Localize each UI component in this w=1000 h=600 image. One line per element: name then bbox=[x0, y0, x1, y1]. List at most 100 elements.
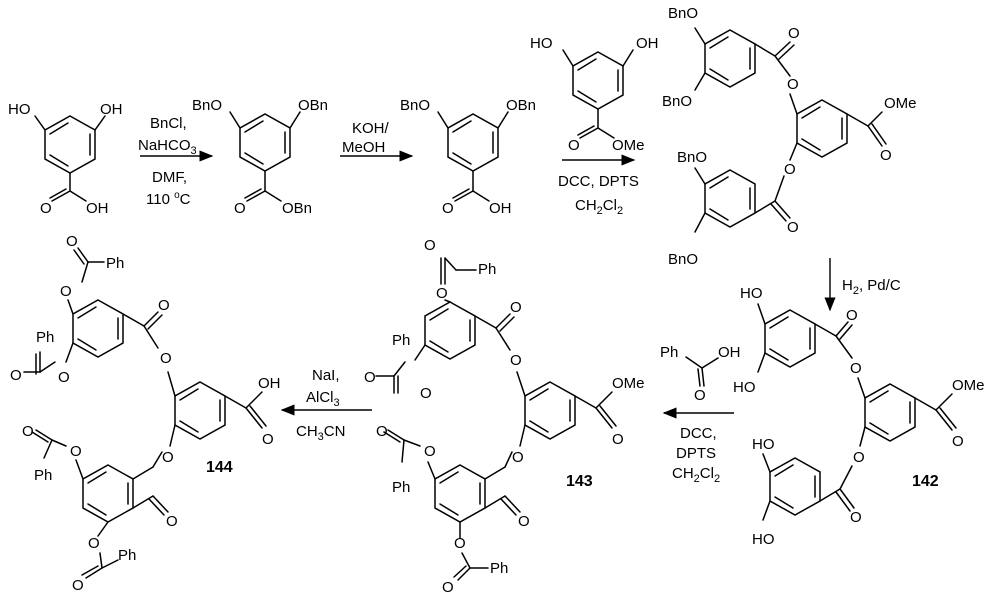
carbonyl-o-label: O bbox=[166, 513, 178, 530]
compound-number-142: 142 bbox=[912, 473, 939, 490]
reagent-text: DCC, DPTS bbox=[558, 173, 639, 190]
phenyl-label: Ph bbox=[478, 261, 496, 278]
hydroxy-label: OH bbox=[636, 35, 659, 52]
carbonyl-o-label: O bbox=[787, 219, 799, 236]
ester-o-label: O bbox=[784, 161, 796, 178]
ester-o-label: O bbox=[850, 360, 862, 377]
reagent-text: MeOH bbox=[342, 139, 385, 156]
molecule-dihydroxybenzoic-acid: HO OH O OH bbox=[8, 101, 123, 217]
hydroxy-label: OH bbox=[86, 200, 109, 217]
ester-o-label: O bbox=[58, 369, 70, 386]
ester-o-label: O bbox=[160, 350, 172, 367]
reagent-text: DPTS bbox=[676, 445, 716, 462]
reagent-text: NaHCO3 bbox=[138, 137, 197, 157]
ester-o-label: O bbox=[60, 283, 72, 300]
carbonyl-o-label: O bbox=[364, 369, 376, 386]
molecule-bis-benzyloxy-acid: BnO OBn O OH bbox=[400, 97, 536, 217]
compound-number-144: 144 bbox=[206, 459, 233, 476]
carbonyl-o-label: O bbox=[442, 579, 454, 596]
compound-number-143: 143 bbox=[566, 473, 593, 490]
hydroxy-label: OH bbox=[100, 101, 123, 118]
carbonyl-o-label: O bbox=[10, 367, 22, 384]
compound-143: O Ph O O O Ph O O OMe O O bbox=[364, 237, 645, 596]
ester-o-label: O bbox=[162, 449, 174, 466]
hydroxy-label: HO bbox=[733, 379, 756, 396]
carbonyl-o-label: O bbox=[66, 233, 78, 250]
reagent-text: 110 oC bbox=[146, 190, 191, 208]
ester-o-label: O bbox=[510, 352, 522, 369]
methoxy-label: OMe bbox=[952, 377, 985, 394]
reagent-text: CH3CN bbox=[296, 423, 345, 443]
hydroxy-label: HO bbox=[530, 35, 553, 52]
ester-o-label: O bbox=[436, 285, 448, 302]
carbonyl-o-label: O bbox=[234, 200, 246, 217]
carbonyl-o-label: O bbox=[262, 431, 274, 448]
ester-o-label: O bbox=[454, 535, 466, 552]
benzyloxy-label: OBn bbox=[298, 97, 328, 114]
carbonyl-o-label: O bbox=[850, 509, 862, 526]
ester-o-label: O bbox=[787, 76, 799, 93]
ester-o-label: O bbox=[853, 449, 865, 466]
reagent-text: KOH/ bbox=[352, 120, 390, 137]
phenyl-label: Ph bbox=[392, 479, 410, 496]
methoxy-label: OMe bbox=[612, 137, 645, 154]
benzyloxy-label: BnO bbox=[192, 97, 222, 114]
molecule-protected-dendron: BnO BnO O O OMe O O BnO BnO O bbox=[662, 5, 917, 268]
benzyloxy-label: BnO bbox=[677, 149, 707, 166]
carbonyl-o-label: O bbox=[694, 387, 706, 404]
carbonyl-o-label: O bbox=[510, 299, 522, 316]
benzyloxy-label: BnO bbox=[662, 93, 692, 110]
reagent-text: CH2Cl2 bbox=[575, 197, 623, 217]
carbonyl-o-label: O bbox=[568, 137, 580, 154]
ester-o-label: O bbox=[424, 443, 436, 460]
phenyl-label: Ph bbox=[490, 560, 508, 577]
benzyloxy-label: BnO bbox=[668, 251, 698, 268]
compound-142: HO HO O O OMe O O HO HO O 142 bbox=[733, 285, 985, 548]
ester-o-label: O bbox=[512, 449, 524, 466]
benzyloxy-label: OBn bbox=[506, 97, 536, 114]
hydroxy-label: HO bbox=[740, 285, 763, 302]
reagent-text: NaI, bbox=[312, 367, 340, 384]
methoxy-label: OMe bbox=[612, 375, 645, 392]
reagent-text: H2, Pd/C bbox=[842, 277, 901, 297]
phenyl-label: Ph bbox=[34, 467, 52, 484]
carbonyl-o-label: O bbox=[72, 577, 84, 594]
benzyloxy-label: BnO bbox=[400, 97, 430, 114]
reagent-text: CH2Cl2 bbox=[672, 465, 720, 485]
phenyl-label: Ph bbox=[660, 344, 678, 361]
phenyl-label: Ph bbox=[106, 255, 124, 272]
hydroxy-label: OH bbox=[718, 344, 741, 361]
phenyl-label: Ph bbox=[118, 547, 136, 564]
carbonyl-o-label: O bbox=[442, 200, 454, 217]
carbonyl-o-label: O bbox=[158, 297, 170, 314]
molecule-methyl-dihydroxybenzoate: HO OH O OMe bbox=[530, 35, 659, 154]
reagent-text: AlCl3 bbox=[306, 389, 340, 409]
ester-o-label: O bbox=[88, 535, 100, 552]
ester-o-label: O bbox=[70, 443, 82, 460]
ester-o-label: O bbox=[420, 385, 432, 402]
methoxy-label: OMe bbox=[884, 95, 917, 112]
molecule-benzoic-acid: Ph OH O bbox=[660, 344, 741, 404]
benzyloxy-label: OBn bbox=[282, 200, 312, 217]
carbonyl-o-label: O bbox=[518, 513, 530, 530]
molecule-benzyl-ester: BnO OBn O OBn bbox=[192, 97, 328, 217]
reagent-text: BnCl, bbox=[150, 115, 187, 132]
carbonyl-o-label: O bbox=[424, 237, 436, 254]
compound-144: O Ph O O O Ph O O OH O O bbox=[10, 233, 281, 594]
carbonyl-o-label: O bbox=[22, 423, 34, 440]
phenyl-label: Ph bbox=[36, 329, 54, 346]
carbonyl-o-label: O bbox=[612, 431, 624, 448]
benzyloxy-label: BnO bbox=[668, 5, 698, 22]
carbonyl-o-label: O bbox=[880, 147, 892, 164]
carbonyl-o-label: O bbox=[376, 423, 388, 440]
hydroxy-label: OH bbox=[489, 200, 512, 217]
carbonyl-o-label: O bbox=[40, 200, 52, 217]
hydroxy-label: HO bbox=[8, 101, 31, 118]
hydroxy-label: HO bbox=[752, 436, 775, 453]
carbonyl-o-label: O bbox=[952, 433, 964, 450]
hydroxy-label: HO bbox=[752, 531, 775, 548]
carbonyl-o-label: O bbox=[788, 25, 800, 42]
phenyl-label: Ph bbox=[392, 332, 410, 349]
